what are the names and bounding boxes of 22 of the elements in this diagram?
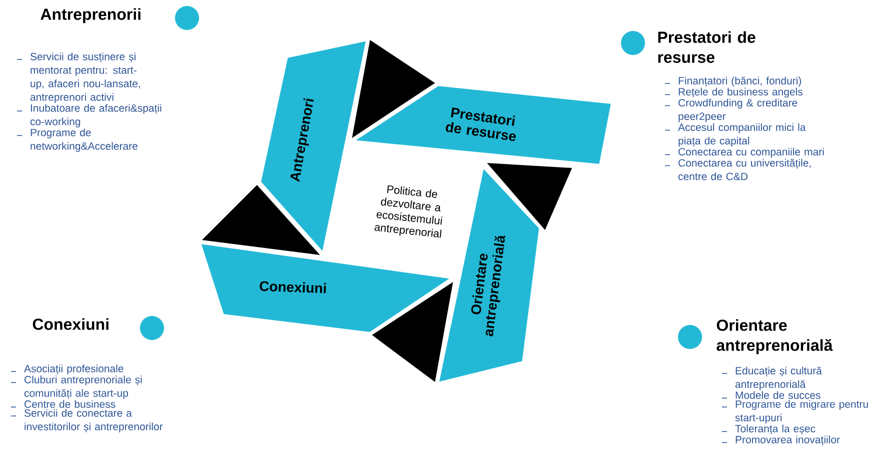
list-item: Inubatoare de afaceri&spații co-working bbox=[30, 104, 162, 128]
list-item: Rețele de business angels bbox=[678, 88, 802, 98]
list-item: Asociații profesionale bbox=[24, 364, 124, 374]
list-item: Conectarea cu universitățile, centre de C&D bbox=[678, 158, 811, 180]
list-item: Servicii de conectare a investitorilor și antreprenorilor bbox=[24, 409, 163, 432]
section-heading: Conexiuni bbox=[32, 318, 108, 330]
section-heading: Orientare antreprenorială bbox=[716, 319, 833, 354]
list-item: Servicii de susținere și mentorat pentru: start-up, afaceri nou-lansate, antreprenori activi bbox=[30, 52, 140, 103]
list-item: Centre de business bbox=[24, 400, 116, 408]
list-item: Crowdfunding & creditare peer2peer bbox=[678, 98, 798, 122]
list-item: Promovarea inovațiilor bbox=[736, 436, 840, 446]
list-item: Educație și cultură antreprenorială bbox=[735, 366, 822, 390]
list-item: Programe de networking&Accelerare bbox=[30, 128, 138, 152]
list-item: Cluburi antreprenoriale și comunități ale start-up bbox=[24, 376, 142, 399]
section-heading: Prestatori de resurse bbox=[658, 31, 756, 63]
list-item: Conectarea cu companiile mari bbox=[678, 148, 824, 158]
list-item: Programe de migrare pentru start-upuri bbox=[735, 400, 868, 424]
list-item: Toleranța la eșec bbox=[735, 424, 816, 434]
section-heading: Antreprenorii bbox=[40, 8, 140, 24]
list-item: Accesul companiilor mici la piața de capital bbox=[678, 123, 806, 147]
list-item: Modele de succes bbox=[736, 391, 820, 399]
list-item: Finanțatori (bănci, fonduri) bbox=[678, 76, 802, 87]
